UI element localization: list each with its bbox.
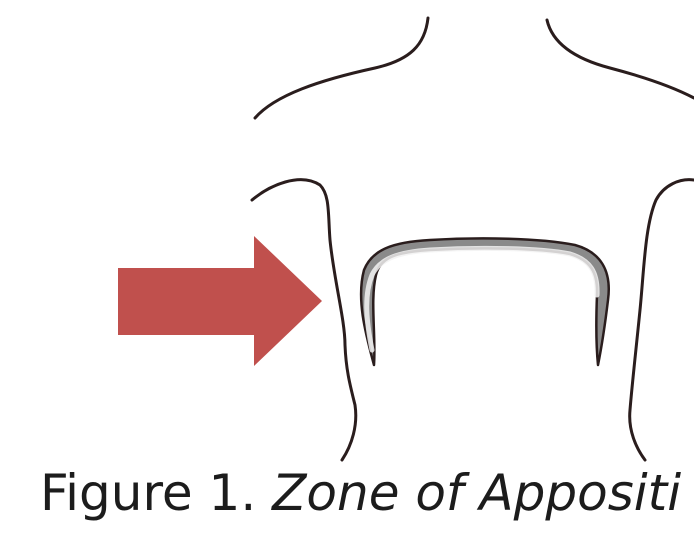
- neck-shoulder-right: [547, 20, 694, 98]
- figure-caption: Figure 1. Zone of Appositi: [40, 453, 694, 533]
- caption-title: Zone of Appositi: [272, 464, 681, 522]
- torso-outline-right: [630, 180, 694, 460]
- caption-prefix: Figure 1.: [40, 464, 272, 522]
- diaphragm-inner-band: [367, 248, 597, 350]
- neck-shoulder-left: [255, 18, 428, 118]
- right-arrow-icon: [118, 236, 322, 366]
